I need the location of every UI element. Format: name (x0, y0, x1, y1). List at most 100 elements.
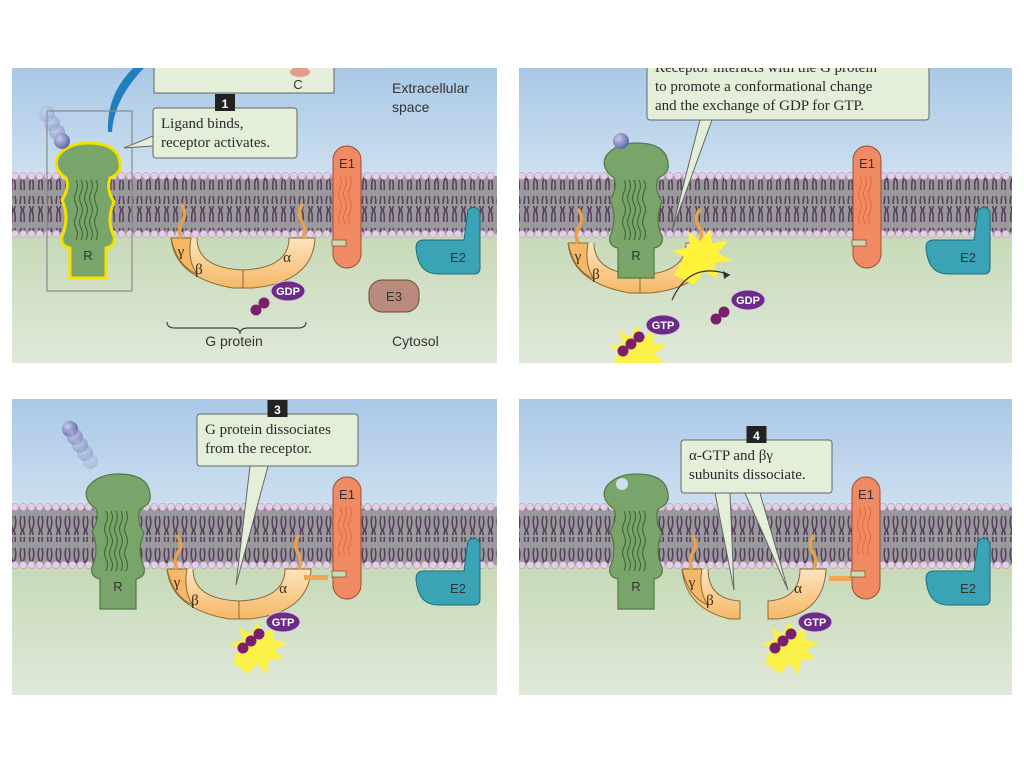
effector-e1-notch (851, 239, 867, 247)
lipid-head (796, 561, 805, 569)
lipid-head (43, 503, 52, 511)
alpha-lipid-anchor (808, 533, 818, 570)
gamma-lipid-anchor (173, 533, 183, 570)
step-badge (746, 426, 767, 443)
receptor-helix (83, 179, 89, 241)
lipid-head (142, 172, 151, 180)
phosphate-bead (718, 306, 730, 318)
nucleotide-label: GTP (272, 617, 295, 629)
lipid-head (542, 172, 551, 180)
lipid-head (764, 561, 772, 569)
phosphate-bead (250, 304, 262, 316)
nucleotide-badge (265, 611, 301, 633)
lipid-head (698, 503, 707, 511)
lipid-head (591, 503, 600, 511)
receptor-label: R (631, 248, 640, 263)
lipid-head (27, 172, 36, 180)
lipid-head (224, 172, 233, 180)
lipid-head (183, 503, 192, 511)
callout-line: to promote a conformational change (655, 79, 873, 95)
gamma-lipid-anchor (574, 207, 584, 244)
lipid-head (526, 172, 535, 180)
receptor-helix (113, 510, 119, 572)
lipid-head (314, 172, 323, 180)
lipid-head (665, 561, 674, 569)
lipid-head (755, 561, 764, 569)
lipid-head (519, 561, 526, 569)
beta-label: β (706, 593, 714, 609)
lipid-head (265, 561, 274, 569)
lipid-head (534, 230, 543, 238)
receptor-helix (621, 510, 627, 572)
lipid-head (723, 172, 731, 180)
lipid-head (550, 503, 559, 511)
callout-line: Ligand binds, (161, 116, 244, 132)
lipid-head (199, 503, 208, 511)
lipid-tails-inner (519, 537, 1012, 563)
step-badge (215, 94, 235, 111)
gamma-subunit (166, 568, 195, 607)
effector-helix (348, 175, 352, 225)
lipid-head (895, 561, 904, 569)
lipid-head (150, 561, 159, 569)
lipid-head (445, 561, 454, 569)
lipid-head (698, 172, 707, 180)
lipid-head (437, 172, 446, 180)
lipid-head (265, 172, 274, 180)
lipid-head (805, 503, 813, 511)
gamma-label: γ (177, 244, 185, 260)
lipid-head (289, 503, 298, 511)
step-badge (267, 400, 288, 417)
lipid-head (421, 503, 429, 511)
g-protein: γβα (170, 202, 316, 289)
gamma-label: γ (688, 575, 696, 591)
lipid-head (273, 561, 282, 569)
lipid-head (969, 503, 977, 511)
lipid-head (265, 230, 274, 238)
lipid-head (158, 561, 167, 569)
lipid-tails-inner (12, 537, 497, 563)
lipid-head (371, 561, 380, 569)
lipid-head (928, 561, 936, 569)
step-number: 1 (222, 97, 229, 111)
ligand (82, 453, 98, 469)
lipid-head (470, 172, 479, 180)
lipid-head (486, 172, 495, 180)
lipid-head (183, 230, 192, 238)
lipid-head (821, 561, 830, 569)
effector-e2-label: E2 (960, 250, 976, 265)
lipid-head (977, 172, 986, 180)
receptor: R (603, 473, 669, 610)
lipid-head (150, 172, 159, 180)
lipid-head (207, 503, 216, 511)
lipid-head (944, 230, 953, 238)
incoming-arrow (107, 68, 144, 132)
lipid-head (207, 561, 216, 569)
lipid-head (788, 561, 797, 569)
lipid-head (960, 561, 969, 569)
lipid-head (936, 172, 945, 180)
effector-e3-body (368, 279, 420, 313)
lipid-head (895, 230, 904, 238)
lipid-head (837, 230, 846, 238)
lipid-head (559, 503, 567, 511)
lipid-head (1001, 503, 1010, 511)
lipid-head (216, 172, 224, 180)
lipid-head (207, 172, 216, 180)
lipid-head (216, 561, 224, 569)
receptor-helix (626, 179, 632, 241)
lipid-head (698, 561, 707, 569)
lipid-head (575, 561, 584, 569)
lipid-head (207, 230, 216, 238)
lipid-head (665, 503, 674, 511)
lipid-head (380, 230, 388, 238)
lipid-head (731, 230, 740, 238)
lipid-head (12, 503, 19, 511)
gamma-subunit (170, 237, 199, 276)
cutoff-box-label: C (293, 77, 302, 92)
lipid-head (380, 561, 388, 569)
lipid-head (396, 172, 405, 180)
nucleotide-gtp: GTP (609, 314, 681, 363)
lipid-head (936, 561, 945, 569)
